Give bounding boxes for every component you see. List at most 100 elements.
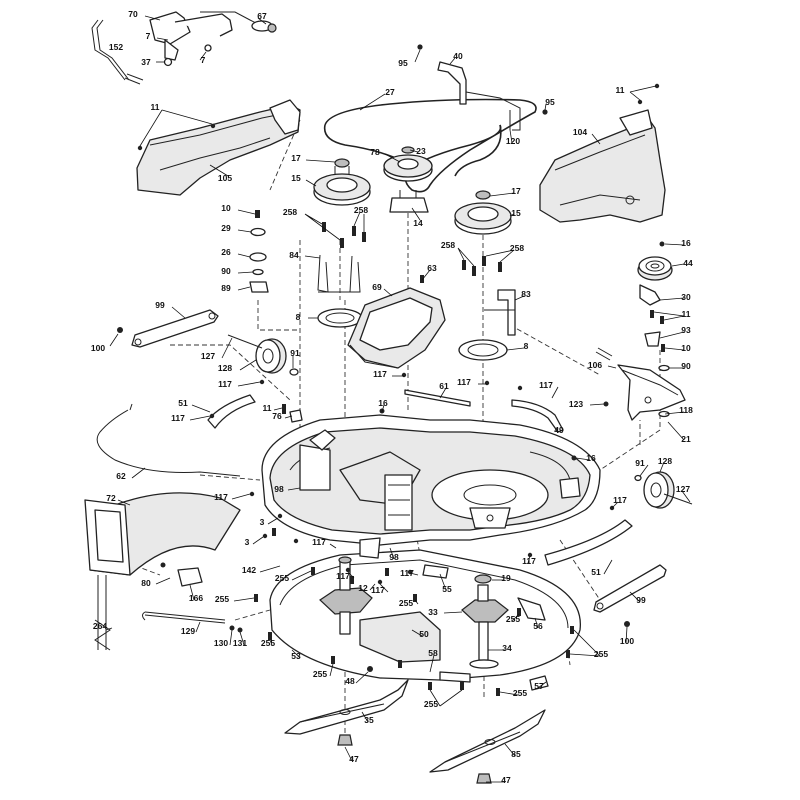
idler-arm-30 [639,284,661,306]
callout-90: 90 [221,266,231,276]
callout-255: 255 [261,638,275,648]
callout-49: 49 [554,425,564,435]
callout-83: 83 [521,289,531,299]
small-deck-parts [422,564,549,691]
callout-90: 90 [681,361,691,371]
callout-3: 3 [245,537,250,547]
callout-91: 91 [290,348,300,358]
callout-117: 117 [171,413,185,423]
callout-51: 51 [178,398,188,408]
callout-23: 23 [416,146,426,156]
callout-11: 11 [616,85,625,95]
callout-98: 98 [389,552,399,562]
gauge-wheel-left [227,334,299,376]
callout-47: 47 [349,754,359,764]
callout-29: 29 [221,223,231,233]
callout-166: 166 [189,593,203,603]
callout-258: 258 [510,243,524,253]
callout-128: 128 [218,363,232,373]
callout-50: 50 [419,629,429,639]
callout-258: 258 [354,205,368,215]
callout-152: 152 [109,42,123,52]
callout-33: 33 [428,607,438,617]
callout-117: 117 [214,492,228,502]
callout-16: 16 [586,453,596,463]
idler-bracket-84 [317,254,361,293]
callout-131: 131 [233,638,247,648]
rod-61 [404,389,471,407]
callout-118: 118 [679,405,693,415]
callout-47: 47 [501,775,511,785]
idler-pulley-44 [637,241,673,281]
callout-11: 11 [151,102,160,112]
lift-arm-left [117,309,219,348]
callout-85: 85 [511,749,521,759]
callout-19: 19 [501,573,511,583]
callout-123: 123 [569,399,583,409]
belt-keeper-right [458,339,508,361]
callout-34: 34 [502,643,512,653]
idler-bracket-118 [595,347,686,421]
callout-255: 255 [513,688,527,698]
callout-142: 142 [242,565,256,575]
callout-40: 40 [453,51,463,61]
callout-258: 258 [283,207,297,217]
callout-21: 21 [681,434,691,444]
callout-35: 35 [364,715,374,725]
callout-258: 258 [441,240,455,250]
drive-belt [323,98,537,193]
callout-255: 255 [594,649,608,659]
bolts-255 [254,528,574,696]
right-hardware-stack [644,310,670,372]
fasteners-117 [137,83,660,585]
idler-bracket [417,44,548,131]
callout-117: 117 [371,585,385,595]
callout-55: 55 [442,584,452,594]
callout-84: 84 [289,250,299,260]
callout-89: 89 [221,283,231,293]
callout-128: 128 [658,456,672,466]
callout-7: 7 [146,31,151,41]
callout-44: 44 [683,258,693,268]
callout-48: 48 [345,676,355,686]
callout-51: 51 [591,567,601,577]
callout-99: 99 [636,595,646,605]
blade-left [284,666,409,746]
callout-72: 72 [106,493,116,503]
chute-bracket-166 [160,562,203,587]
callout-117: 117 [218,379,232,389]
callout-93: 93 [681,325,691,335]
callout-255: 255 [215,594,229,604]
callout-57: 57 [534,681,544,691]
callout-98: 98 [274,484,284,494]
callout-106: 106 [588,360,602,370]
deck-pulley-left [313,158,371,206]
callout-127: 127 [676,484,690,494]
callout-117: 117 [613,495,627,505]
left-shield-51 [207,394,303,429]
blade-right [429,709,546,784]
bolts-258 [322,222,502,276]
callout-264: 264 [93,621,107,631]
callout-15: 15 [291,173,301,183]
callout-30: 30 [681,292,691,302]
callout-14: 14 [413,218,423,228]
leader-lines [105,15,691,783]
mower-deck-housing [261,408,601,546]
callout-100: 100 [620,636,634,646]
callout-10: 10 [221,203,231,213]
callout-255: 255 [506,614,520,624]
callout-117: 117 [312,537,326,547]
callout-11: 11 [263,403,272,413]
spring-264 [94,575,111,651]
callout-16: 16 [378,398,388,408]
callout-62: 62 [116,471,126,481]
callout-80: 80 [141,578,151,588]
callout-3: 3 [260,517,265,527]
rod-129 [142,611,243,633]
callout-117: 117 [522,556,536,566]
callout-58: 58 [428,648,438,658]
callout-99: 99 [155,300,165,310]
